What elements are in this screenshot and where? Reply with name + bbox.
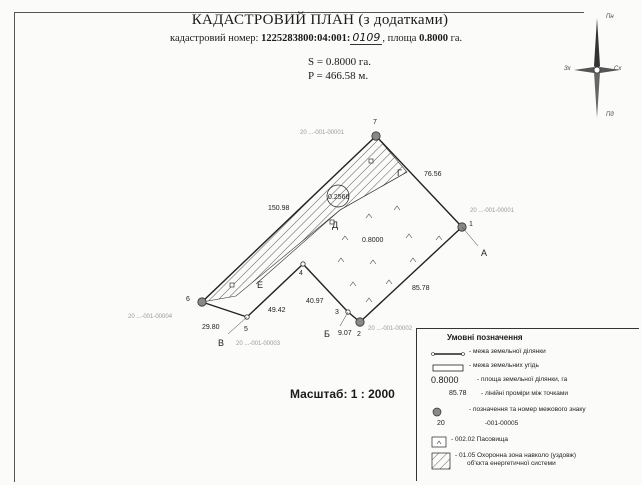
area-value: 0.8000 [419, 33, 448, 44]
protection-zone-hatch [201, 135, 408, 303]
marker-7 [371, 131, 381, 141]
point-label-1: 1 [469, 221, 473, 228]
point-label-2: 2 [357, 331, 361, 338]
legend-title: Умовні позначення [447, 333, 523, 342]
neighbor-label-west: 20 ...-001-00004 [128, 314, 173, 320]
compass-north-label: Пн [606, 14, 614, 20]
parcel-boundary-symbol-icon [431, 352, 465, 356]
legend-item-neighbor-code: 20 -001-00005 [421, 419, 637, 433]
legend-label-continued: об'єкта енергетичної системи [467, 460, 556, 467]
top-border-line [14, 12, 584, 13]
boundary-markers [197, 131, 467, 327]
cadastral-number: 1225283800:04:001: [261, 33, 351, 44]
legend-label: - 002.02 Пасовища [451, 436, 508, 443]
legend-label: - лінійні проміри між точками [481, 390, 568, 397]
legend-item-boundary-marker: - позначення та номер межового знаку [421, 405, 637, 419]
boundary-marker-symbol-icon [432, 407, 442, 417]
legend-sample-code-a: 20 [437, 420, 445, 427]
zone-inner-boundary [255, 171, 408, 285]
point-label-3: 3 [335, 309, 339, 316]
neighbor-label-east: 20 ...-001-00001 [470, 208, 515, 214]
compass-west-label: Зх [564, 66, 571, 72]
neighbor-label-south: 20 ...-001-00002 [368, 326, 413, 332]
pasture-symbols [337, 205, 443, 303]
legend-item-area: 0.8000 - площа земельної ділянки, га [421, 375, 637, 389]
letter-e: Е [257, 280, 263, 290]
marker-4 [300, 261, 306, 267]
letter-d: Д [332, 220, 338, 230]
letter-v: В [218, 338, 224, 348]
letter-a: А [481, 248, 487, 258]
dimension-9-07: 9.07 [338, 330, 352, 337]
cadastral-subtitle: кадастровий номер: 1225283800:04:001:010… [170, 31, 463, 45]
legend-item-pasture: - 002.02 Пасовища [421, 435, 637, 449]
dimension-29-80: 29.80 [202, 324, 220, 331]
point-label-4: 4 [299, 270, 303, 277]
legend-label: - межа земельної ділянки [469, 348, 546, 355]
legend-item-dimension: 85.78 - лінійні проміри між точками [421, 389, 637, 403]
parcel-boundary [200, 135, 463, 323]
parcel-area-value: 0.8000 [362, 237, 384, 244]
neighbor-label-north: 20 ...-001-00001 [300, 130, 345, 136]
legend-item-protection-zone: - 01.05 Охоронна зона навколо (уздовж) о… [421, 451, 637, 473]
point-label-6: 6 [186, 296, 190, 303]
legend-label: - позначення та номер межового знаку [469, 406, 586, 413]
dimension-76-56: 76.56 [424, 171, 442, 178]
compass-east-label: Сх [614, 66, 622, 72]
compass-rose: Пн Пд Зх Сх [564, 14, 632, 122]
legend-label: - площа земельної ділянки, га [477, 376, 568, 383]
dimension-40-97: 40.97 [306, 298, 324, 305]
legend-item-landuse-boundary: - межа земельних угідь [421, 361, 637, 375]
landuse-squares [229, 158, 374, 288]
letter-b: Б [324, 329, 330, 339]
perimeter: P = 466.58 м. [308, 70, 369, 82]
point-label-7: 7 [373, 119, 377, 126]
legend-sample-code-b: -001-00005 [485, 420, 519, 427]
point-label-5: 5 [244, 326, 248, 333]
legend-sample-dimension: 85.78 [449, 390, 467, 397]
cadastral-prefix: кадастровий номер: [170, 33, 262, 44]
pasture-symbol-icon [431, 436, 447, 448]
dimension-85-78: 85.78 [412, 285, 430, 292]
landuse-boundary-symbol-icon [432, 364, 464, 372]
legend-label: - межа земельних угідь [469, 362, 539, 369]
cadastral-handwritten-suffix: 0109 [350, 31, 383, 45]
marker-6 [197, 297, 207, 307]
dimension-49-42: 49.42 [268, 307, 286, 314]
legend-item-parcel-boundary: - межа земельної ділянки [421, 347, 637, 361]
letter-g: Г [397, 168, 402, 178]
subarea-value: 0.2566 [328, 194, 350, 201]
subarea-circle [326, 184, 350, 208]
compass-icon [574, 18, 620, 118]
area-unit: га. [447, 33, 463, 44]
legend-panel: Умовні позначення - межа земельної ділян… [416, 328, 639, 481]
marker-2 [355, 317, 365, 327]
scale-label: Масштаб: 1 : 2000 [290, 387, 395, 401]
legend-label: - 01.05 Охоронна зона навколо (уздовж) [455, 452, 577, 459]
neighbor-label-southwest: 20 ...-001-00003 [236, 341, 281, 347]
protection-zone-symbol-icon [431, 452, 451, 470]
document-title: КАДАСТРОВИЙ ПЛАН (з додатками) [191, 12, 449, 28]
area-prefix: , площа [382, 33, 420, 44]
legend-sample-area: 0.8000 [431, 375, 459, 385]
letter-leaders [227, 226, 479, 335]
left-border-line [14, 12, 15, 482]
total-area: S = 0.8000 га. [308, 56, 371, 68]
dimension-150-98: 150.98 [268, 205, 290, 212]
compass-south-label: Пд [606, 112, 614, 118]
